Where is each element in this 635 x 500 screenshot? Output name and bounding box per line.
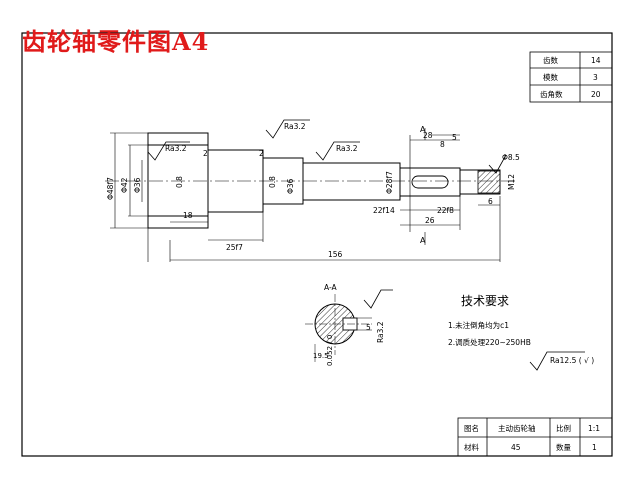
dim-5: 5 xyxy=(452,133,457,142)
section-mark-a-bottom: A xyxy=(420,236,426,245)
title-block xyxy=(457,417,613,457)
dim-d48: Φ48f7 xyxy=(106,177,115,200)
sheet-border xyxy=(21,32,613,457)
notes-line-1: 1.未注倒角均为c1 xyxy=(448,320,509,330)
dim-d8-5: Φ8.5 xyxy=(502,153,520,162)
param-value-teeth: 14 xyxy=(591,56,601,65)
roughness-r1: Ra3.2 xyxy=(165,144,187,153)
dim-156: 156 xyxy=(328,250,343,259)
dim-d36b: Φ36 xyxy=(286,178,295,194)
dim-2b: 2 xyxy=(259,149,264,158)
tb-name-value: 主动齿轮轴 xyxy=(498,423,536,433)
roughness-symbols xyxy=(147,119,585,371)
keyway xyxy=(411,175,449,189)
section-dim-h: 19.5 xyxy=(313,352,329,360)
dim-28: 28 xyxy=(423,131,433,140)
dim-0-8b: 0.8 xyxy=(268,176,277,188)
dim-d28: Φ28f7 xyxy=(385,171,394,194)
params-table xyxy=(529,51,613,103)
tb-scale-value: 1:1 xyxy=(588,424,600,433)
tb-qty-value: 1 xyxy=(592,443,597,452)
dim-22f14: 22f14 xyxy=(373,206,395,215)
param-value-module: 3 xyxy=(593,73,598,82)
dim-6: 6 xyxy=(488,197,493,206)
param-label-angle: 齿角数 xyxy=(540,89,563,99)
roughness-r6: Ra12.5 ( √ ) xyxy=(550,356,594,365)
roughness-r3: Ra3.2 xyxy=(336,144,358,153)
dim-m12: M12 xyxy=(507,174,516,190)
param-value-angle: 20 xyxy=(591,90,601,99)
param-label-teeth: 齿数 xyxy=(543,55,558,65)
dim-d42: Φ42 xyxy=(120,177,129,193)
tb-qty-label: 数量 xyxy=(556,442,571,452)
dim-26: 26 xyxy=(425,216,435,225)
dim-25: 25f7 xyxy=(226,243,243,252)
param-label-module: 模数 xyxy=(543,72,558,82)
section-title: A-A xyxy=(324,283,338,292)
notes-line-2: 2.调质处理220~250HB xyxy=(448,337,531,347)
roughness-r5: Ra3.2 xyxy=(376,321,385,343)
section-mark-a-top: A xyxy=(420,125,426,134)
dim-d36a: Φ36 xyxy=(133,177,142,193)
dim-0-8a: 0.8 xyxy=(175,176,184,188)
dim-lines xyxy=(110,128,501,262)
dim-2a: 2 xyxy=(203,149,208,158)
tb-material-label: 材料 xyxy=(464,442,479,452)
dim-8: 8 xyxy=(440,140,445,149)
tb-scale-label: 比例 xyxy=(556,423,571,433)
tb-material-value: 45 xyxy=(511,443,521,452)
notes-heading: 技术要求 xyxy=(461,294,509,308)
page-title: 齿轮轴零件图A4 xyxy=(22,27,210,56)
dim-18: 18 xyxy=(183,211,193,220)
section-dim-tol: 0.052 / 0 xyxy=(326,335,334,366)
roughness-r2: Ra3.2 xyxy=(284,122,306,131)
tb-name-label: 图名 xyxy=(464,423,479,433)
section-view xyxy=(305,294,372,362)
dim-22f8: 22f8 xyxy=(437,206,454,215)
thread-hatch xyxy=(477,170,501,194)
section-dim-5: 5 xyxy=(366,323,371,332)
